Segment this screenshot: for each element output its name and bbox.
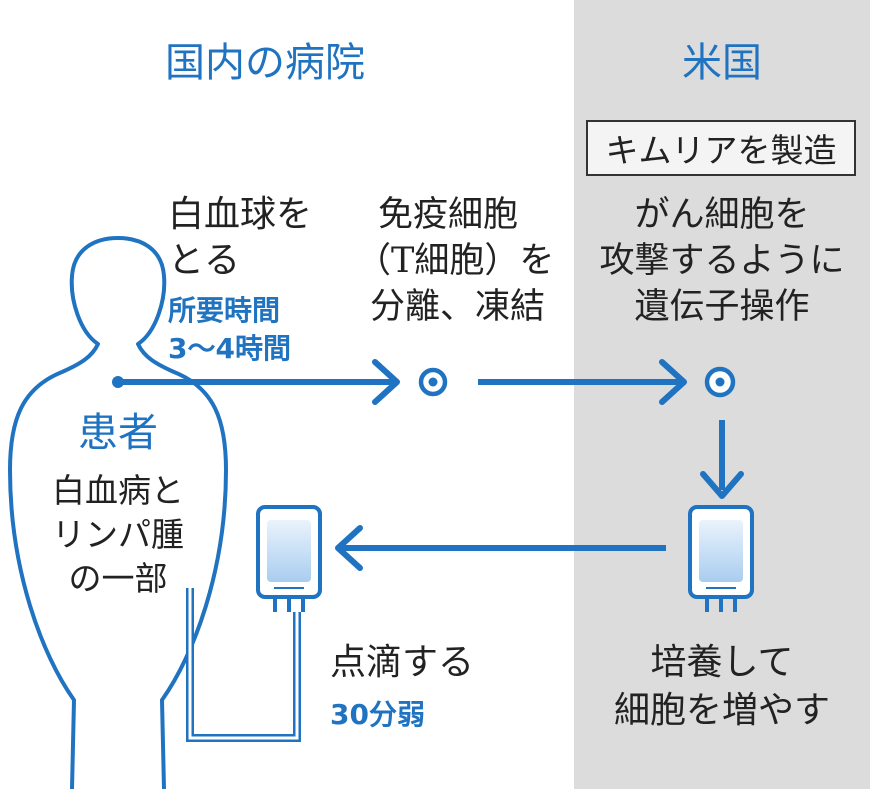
culture-bag-icon: [688, 505, 754, 612]
patient-line2: リンパ腫: [52, 515, 184, 554]
infuse-line2: 30分弱: [330, 698, 425, 731]
required-time-value: 3〜4時間: [168, 332, 291, 365]
separate-line3: 分離、凍結: [370, 287, 546, 327]
infuse-line1: 点滴する: [330, 642, 475, 683]
patient-line1: 白血病と: [52, 471, 184, 510]
required-time-label: 所要時間: [168, 294, 281, 327]
t-cell-icon: [418, 367, 448, 397]
arrow-down-culture-head: [700, 471, 744, 499]
usa-manufacturing-box: キムリアを製造: [586, 120, 856, 176]
culture-line2: 細胞を増やす: [613, 690, 830, 731]
collect-line1: 白血球を: [168, 194, 313, 235]
separate-line2: （T細胞）を: [356, 241, 555, 281]
arrow-return-head: [335, 525, 363, 571]
culture-line1: 培養して: [650, 642, 794, 683]
collect-line2: とる: [168, 240, 241, 281]
modify-line3: 遺伝子操作: [634, 287, 810, 327]
patient-silhouette: [8, 236, 228, 789]
header-usa: 米国: [682, 40, 762, 86]
infusion-bag-icon: [256, 505, 322, 612]
arrow-collect-head: [372, 359, 400, 405]
usa-manufacturing-label: キムリアを製造: [605, 131, 837, 170]
patient-title: 患者: [78, 410, 158, 456]
patient-line3: の一部: [68, 559, 168, 598]
modify-line2: 攻撃するように: [599, 241, 845, 281]
modify-line1: がん細胞を: [634, 195, 810, 235]
separate-line1: 免疫細胞: [378, 195, 519, 235]
header-domestic-hospital: 国内の病院: [165, 40, 365, 86]
modified-cell-icon: [704, 366, 736, 398]
infusion-tube-inner: [188, 588, 299, 740]
arrow-ship-to-usa-head: [659, 359, 687, 405]
